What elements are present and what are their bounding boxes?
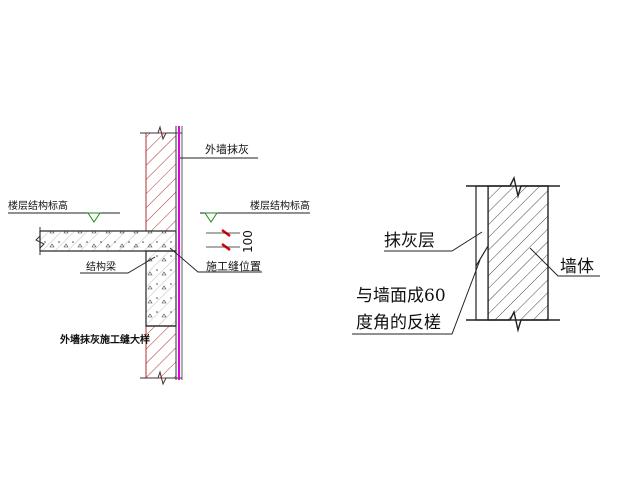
plaster-strip (475, 185, 489, 321)
label-plaster-layer: 抹灰层 (384, 231, 435, 251)
floor-level-triangle-left (87, 212, 101, 223)
floor-level-triangle-right (204, 212, 218, 223)
reverse-step-leader (352, 259, 481, 335)
reverse-step-60deg (475, 245, 489, 267)
wall-break-line-bottom (140, 370, 182, 386)
label-note-line1: 与墙面成60 (356, 286, 446, 306)
structural-beam-hatch (146, 251, 176, 326)
beam-leader (80, 256, 156, 274)
dimension-100: 100 (241, 230, 255, 253)
right-break-line-top (466, 175, 560, 199)
label-note-line2: 度角的反槎 (356, 313, 441, 333)
slab-break-line (35, 227, 45, 255)
label-construction-joint: 施工缝位置 (206, 259, 261, 273)
caption-detail-title: 外墙抹灰施工缝大样 (59, 333, 150, 346)
label-wall-body: 墙体 (560, 257, 594, 277)
plaster-layer-leader (384, 231, 483, 252)
label-floor-level-left: 楼层结构标高 (8, 199, 68, 212)
floor-slab-hatch (40, 231, 176, 251)
right-detail: 抹灰层 墙体 与墙面成60 度角的反槎 (352, 175, 600, 335)
right-break-line-bottom (466, 309, 560, 333)
joint-leader (169, 247, 262, 273)
left-detail: 外墙抹灰 楼层结构标高 楼层结构标高 100 施工缝位置 结构梁 外墙抹灰施工缝… (8, 125, 310, 386)
lower-brick-wall (145, 325, 177, 379)
label-exterior-plaster: 外墙抹灰 (205, 142, 249, 156)
wall-body (487, 185, 549, 321)
label-structural-beam: 结构梁 (86, 260, 116, 273)
wall-break-line-top (140, 125, 182, 141)
label-floor-level-right: 楼层结构标高 (250, 199, 310, 212)
wall-leader (529, 247, 600, 277)
upper-brick-wall (145, 132, 177, 232)
